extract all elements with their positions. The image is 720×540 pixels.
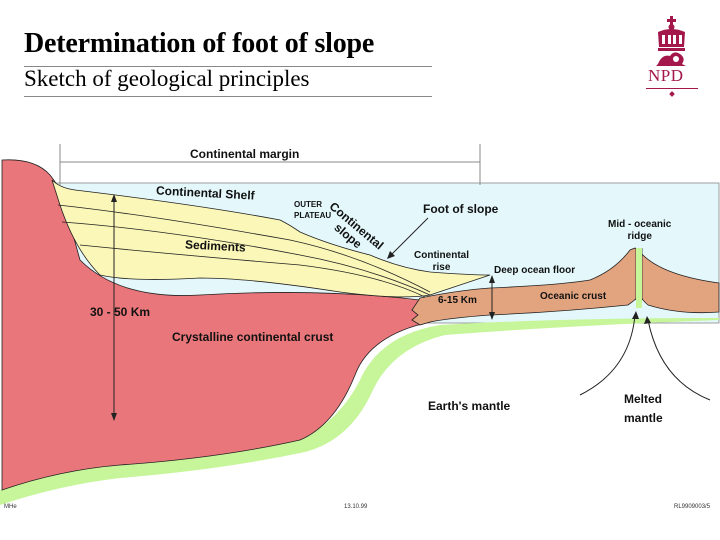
- footer-date: 13.10.99: [344, 504, 368, 510]
- footer-reference: RL9909003/5: [674, 504, 711, 510]
- mantle-edge: [0, 318, 719, 505]
- earths-mantle-label: Earth's mantle: [428, 399, 511, 413]
- subtitle-divider: [24, 96, 432, 97]
- mid-oceanic-ridge-line1: Mid - oceanic: [608, 219, 672, 230]
- melted-mantle-line2: mantle: [624, 411, 663, 425]
- outer-plateau-line1: OUTER: [294, 200, 322, 209]
- melted-mantle-label: Melted mantle: [624, 390, 663, 428]
- continental-rise-line1: Continental: [414, 250, 469, 261]
- crystalline-crust-label: Crystalline continental crust: [172, 330, 334, 344]
- logo-text: NPD: [648, 66, 684, 85]
- footer-author: MHe: [4, 504, 17, 510]
- foot-of-slope-label: Foot of slope: [423, 202, 499, 216]
- sediments-layer: [51, 179, 491, 298]
- title-divider: [24, 66, 432, 67]
- page-subtitle: Sketch of geological principles: [24, 66, 310, 91]
- mid-oceanic-ridge-line2: ridge: [627, 231, 652, 242]
- continental-rise-line2: rise: [432, 262, 451, 273]
- mid-oceanic-ridge-label: Mid - oceanic ridge: [608, 219, 671, 243]
- outer-plateau-line2: PLATEAU: [294, 211, 332, 220]
- oceanic-crust-label: Oceanic crust: [540, 291, 607, 302]
- deep-ocean-floor-label: Deep ocean floor: [494, 265, 576, 276]
- outer-plateau-label: OUTER PLATEAU: [294, 199, 331, 221]
- page-title: Determination of foot of slope: [24, 28, 375, 59]
- crown-lion-icon: [646, 16, 698, 97]
- oceanic-thickness-label: 6-15 Km: [438, 295, 477, 306]
- continental-margin-label: Continental margin: [190, 147, 300, 161]
- melted-mantle-line1: Melted: [624, 392, 663, 406]
- continental-thickness-label: 30 - 50 Km: [90, 305, 151, 319]
- continental-rise-label: Continental rise: [414, 250, 469, 274]
